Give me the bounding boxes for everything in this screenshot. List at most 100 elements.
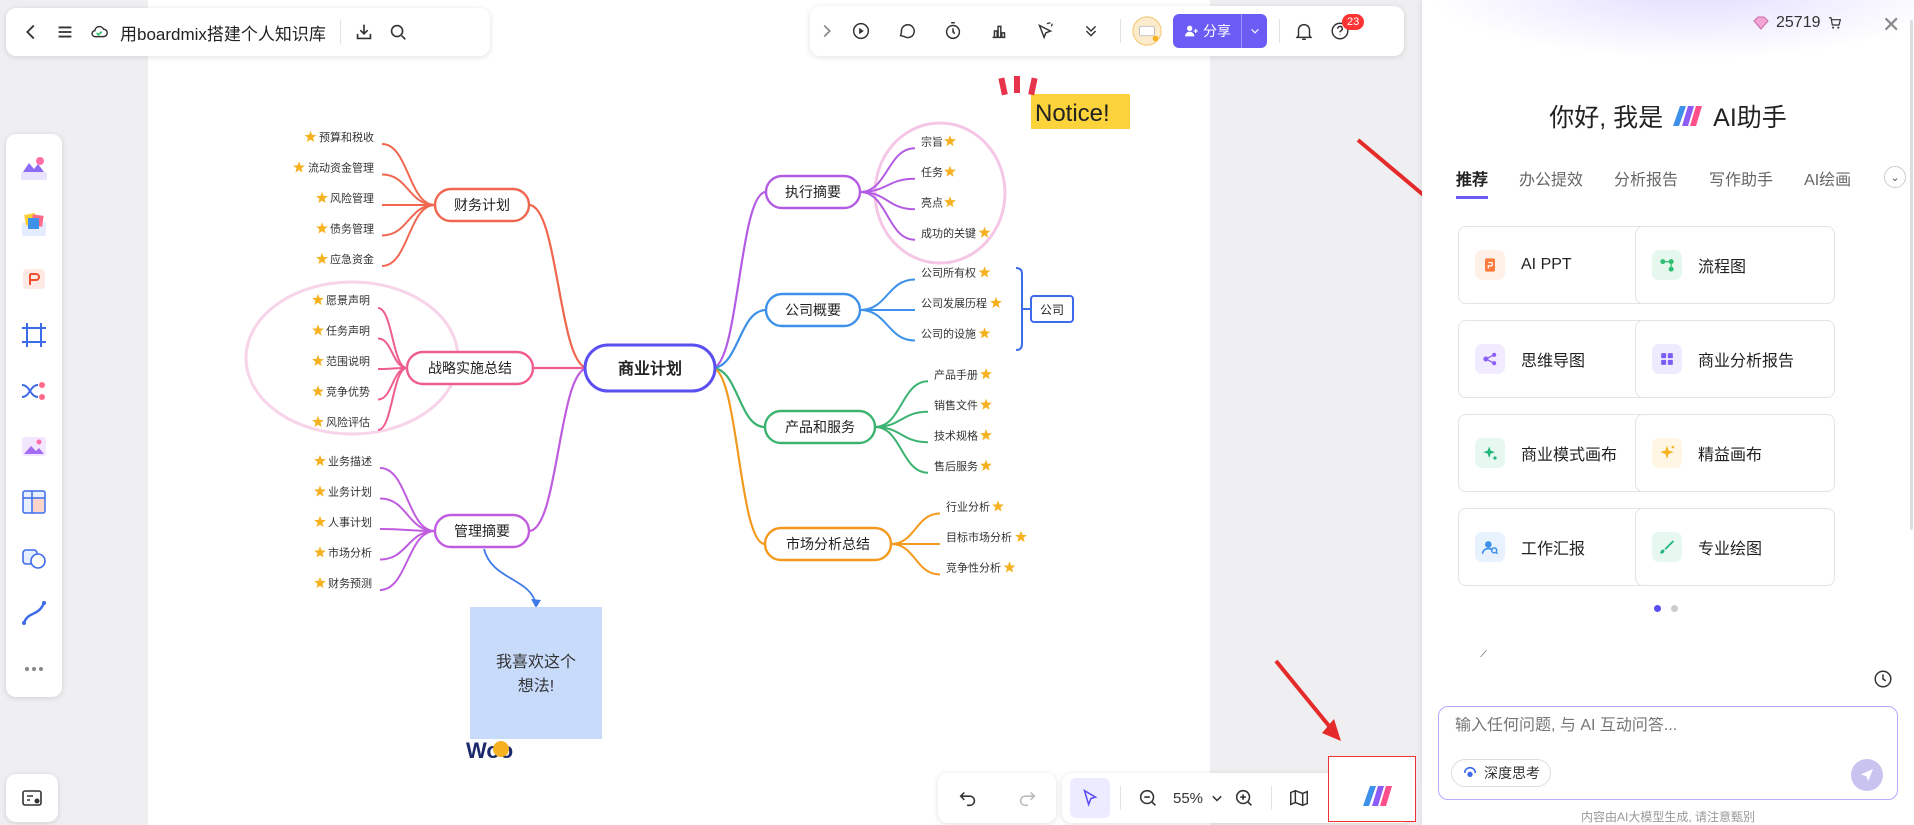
cart-icon[interactable]: [1827, 15, 1843, 31]
back-icon[interactable]: [14, 15, 48, 49]
notice-sticker[interactable]: Notice!: [998, 76, 1130, 129]
laser-pointer-icon[interactable]: [1022, 14, 1068, 48]
leaf-label[interactable]: 售后服务: [934, 459, 978, 473]
timer-icon[interactable]: [930, 14, 976, 48]
leaf-label[interactable]: 销售文件: [934, 398, 978, 412]
leaf-label[interactable]: 技术规格: [934, 428, 978, 442]
download-icon[interactable]: [347, 15, 381, 49]
more-tools-icon[interactable]: [11, 641, 57, 697]
chevron-down-icon[interactable]: [1207, 781, 1227, 815]
branch-node[interactable]: 战略实施总结: [405, 350, 535, 386]
select-cursor-icon[interactable]: [1070, 778, 1110, 818]
close-icon[interactable]: ✕: [1882, 12, 1901, 37]
business-model-canvas-card[interactable]: 商业模式画布: [1458, 414, 1658, 492]
vote-icon[interactable]: [976, 14, 1022, 48]
text-icon[interactable]: [11, 251, 57, 307]
redo-icon[interactable]: [1010, 781, 1044, 815]
deep-think-toggle[interactable]: 深度思考: [1451, 759, 1551, 787]
leaf-label[interactable]: 公司的设施: [921, 327, 976, 341]
zoom-out-icon[interactable]: [1131, 781, 1165, 815]
leaf-label[interactable]: 宗旨: [921, 134, 943, 148]
leaf-label[interactable]: 市场分析: [328, 546, 372, 560]
connector-icon[interactable]: [11, 363, 57, 419]
business-report-card[interactable]: 商业分析报告: [1635, 320, 1835, 398]
lean-canvas-card[interactable]: 精益画布: [1635, 414, 1835, 492]
leaf-label[interactable]: 成功的关键: [921, 226, 976, 240]
leaf-label[interactable]: 应急资金: [330, 252, 374, 266]
shapes-icon[interactable]: [11, 530, 57, 586]
leaf-label[interactable]: 任务声明: [326, 324, 370, 338]
leaf-label[interactable]: 公司所有权: [921, 266, 976, 280]
sticky-notes-icon[interactable]: [11, 196, 57, 252]
chevron-down-icon[interactable]: ⌄: [1884, 166, 1906, 188]
summary-node[interactable]: 公司: [1030, 295, 1074, 323]
page-dot-active[interactable]: [1654, 605, 1661, 612]
ai-chat-input[interactable]: 深度思考: [1438, 706, 1898, 800]
leaf-label[interactable]: 行业分析: [946, 500, 990, 514]
menu-icon[interactable]: [48, 15, 82, 49]
tab-ai-painting[interactable]: AI绘画: [1804, 172, 1852, 189]
woo-sticker[interactable]: Woo: [466, 738, 513, 763]
tab-recommended[interactable]: 推荐: [1456, 166, 1489, 199]
search-icon[interactable]: [381, 15, 415, 49]
chat-input-field[interactable]: [1455, 717, 1875, 735]
ai-assistant-launcher[interactable]: [1328, 756, 1416, 822]
leaf-label[interactable]: 预算和税收: [319, 130, 374, 144]
flowchart-card[interactable]: 流程图: [1635, 226, 1835, 304]
chevron-right-icon[interactable]: [816, 14, 838, 48]
tab-office[interactable]: 办公提效: [1519, 172, 1584, 189]
pro-drawing-card[interactable]: 专业绘图: [1635, 508, 1835, 586]
leaf-label[interactable]: 竞争优势: [326, 385, 370, 399]
image-icon[interactable]: [11, 419, 57, 475]
document-title[interactable]: 用boardmix搭建个人知识库: [120, 24, 326, 44]
zoom-in-icon[interactable]: [1227, 781, 1261, 815]
leaf-label[interactable]: 债务管理: [330, 222, 374, 236]
page-dot[interactable]: [1671, 605, 1678, 612]
frame-icon[interactable]: [11, 307, 57, 363]
whiteboard-canvas[interactable]: 预算和税收流动资金管理风险管理债务管理应急资金愿景声明任务声明范围说明竞争优势风…: [0, 0, 1422, 825]
leaf-label[interactable]: 范围说明: [326, 354, 370, 368]
leaf-label[interactable]: 亮点: [921, 195, 943, 209]
branch-node[interactable]: 市场分析总结: [763, 526, 893, 562]
mind-map[interactable]: 预算和税收流动资金管理风险管理债务管理应急资金愿景声明任务声明范围说明竞争优势风…: [0, 0, 1422, 825]
bell-icon[interactable]: [1286, 14, 1322, 48]
leaf-label[interactable]: 产品手册: [934, 367, 978, 381]
leaf-label[interactable]: 任务: [921, 166, 943, 179]
present-play-icon[interactable]: [838, 14, 884, 48]
leaf-label[interactable]: 竞争性分析: [946, 561, 1001, 575]
tab-writing[interactable]: 写作助手: [1709, 172, 1774, 189]
templates-icon[interactable]: [11, 140, 57, 196]
branch-node[interactable]: 管理摘要: [433, 513, 531, 549]
leaf-label[interactable]: 目标市场分析: [946, 530, 1012, 544]
leaf-label[interactable]: 人事计划: [328, 516, 372, 529]
mindmap-card[interactable]: 思维导图: [1458, 320, 1658, 398]
branch-node[interactable]: 公司概要: [764, 292, 862, 328]
leaf-label[interactable]: 业务计划: [328, 486, 372, 499]
leaf-label[interactable]: 风险管理: [330, 191, 374, 205]
pen-curve-icon[interactable]: [11, 586, 57, 642]
leaf-label[interactable]: 风险评估: [326, 415, 370, 429]
branch-node[interactable]: 产品和服务: [763, 409, 877, 445]
share-button[interactable]: 分享: [1173, 14, 1267, 48]
chevron-down-icon[interactable]: [1241, 14, 1267, 48]
work-report-card[interactable]: 工作汇报: [1458, 508, 1658, 586]
undo-icon[interactable]: [951, 781, 985, 815]
credits-display[interactable]: 25719: [1752, 14, 1843, 32]
more-chevrons-icon[interactable]: [1068, 14, 1114, 48]
leaf-label[interactable]: 业务描述: [328, 454, 372, 468]
branch-node[interactable]: 财务计划: [433, 187, 531, 223]
branch-node[interactable]: 执行摘要: [764, 174, 862, 210]
zoom-level[interactable]: 55%: [1173, 789, 1204, 807]
arrow-connector[interactable]: [483, 548, 537, 605]
minimap-button[interactable]: [6, 774, 58, 822]
send-button[interactable]: [1851, 759, 1883, 791]
book-icon[interactable]: [1282, 781, 1316, 815]
comment-icon[interactable]: [884, 14, 930, 48]
leaf-label[interactable]: 财务预测: [328, 576, 372, 590]
table-icon[interactable]: [11, 474, 57, 530]
leaf-label[interactable]: 公司发展历程: [921, 296, 987, 310]
leaf-label[interactable]: 愿景声明: [326, 293, 370, 307]
history-clock-icon[interactable]: [1872, 668, 1894, 695]
ai-ppt-card[interactable]: AI PPT: [1458, 226, 1658, 304]
